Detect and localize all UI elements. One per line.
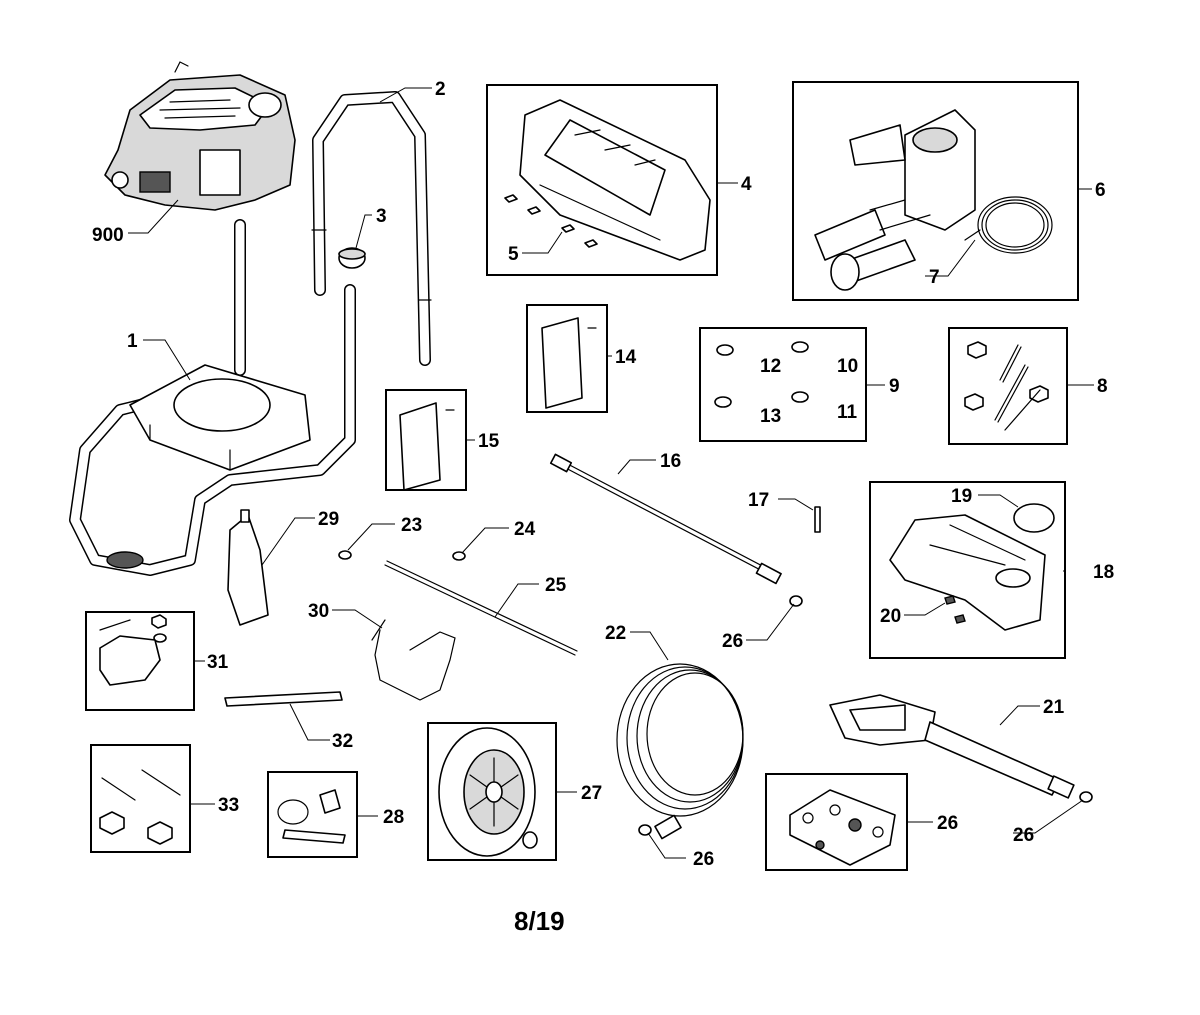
bolts-part-8	[964, 341, 1049, 431]
callout-12: 12	[760, 356, 781, 377]
callout-31: 31	[207, 652, 229, 673]
bracket-part-18	[889, 514, 1046, 631]
callout-1: 1	[127, 331, 138, 352]
callout-13: 13	[760, 406, 781, 427]
bolts-knobs-part-33	[99, 769, 181, 845]
box-33	[90, 744, 191, 853]
callout-16: 16	[660, 451, 681, 472]
panel-part-4	[519, 99, 711, 261]
box-6	[792, 81, 1079, 301]
label-part-14	[541, 317, 597, 409]
callout-32: 32	[332, 731, 353, 752]
o-rings-part-23-24	[338, 550, 466, 561]
callout-14: 14	[615, 347, 637, 368]
callout-23: 23	[401, 515, 422, 536]
callout-33: 33	[218, 795, 239, 816]
leader-lines	[128, 87, 1094, 859]
callout-26-gun: 26	[1013, 825, 1034, 846]
box-8	[948, 327, 1068, 445]
callout-29: 29	[318, 509, 339, 530]
pump-part-6	[814, 109, 976, 291]
pin-part-17	[814, 506, 821, 533]
callout-30: 30	[308, 601, 329, 622]
callout-5: 5	[508, 244, 519, 265]
foot-part-31	[99, 614, 167, 686]
callout-3: 3	[376, 206, 387, 227]
callout-11: 11	[837, 402, 858, 423]
hose-coil-part-7	[964, 196, 1053, 254]
label-part-15	[399, 402, 455, 491]
callout-26-kit: 26	[937, 813, 958, 834]
callout-28: 28	[383, 807, 404, 828]
strap-part-32	[224, 691, 343, 707]
box-4	[486, 84, 718, 276]
callout-labels: 900 1 2 3 4 5 6 7 8 9 12 10 13 11 14 15 …	[92, 79, 1114, 936]
callout-9: 9	[889, 376, 900, 397]
callout-22: 22	[605, 623, 626, 644]
rod-part-25	[384, 560, 578, 656]
callout-25: 25	[545, 575, 567, 596]
cap-part-3	[338, 247, 366, 269]
box-14	[526, 304, 608, 413]
boxes	[85, 81, 1079, 871]
frame-part-1	[69, 219, 356, 576]
callout-20: 20	[880, 606, 901, 627]
callout-900: 900	[92, 225, 124, 246]
callout-17: 17	[748, 490, 769, 511]
callout-15: 15	[478, 431, 500, 452]
screws-part-20	[944, 595, 966, 624]
callout-26-wand: 26	[722, 631, 743, 652]
callout-18: 18	[1093, 562, 1114, 583]
cap-part-19	[1013, 503, 1055, 533]
page-number: 8/19	[514, 906, 565, 936]
wheel-part-27	[438, 727, 538, 857]
hose-part-22	[616, 663, 744, 840]
wand-part-16	[549, 453, 782, 585]
callout-10: 10	[837, 356, 858, 377]
callout-6: 6	[1095, 180, 1106, 201]
box-18	[869, 481, 1066, 659]
callout-21: 21	[1043, 697, 1065, 718]
nozzle-part-29	[227, 509, 269, 626]
callout-7: 7	[929, 267, 940, 288]
wire-clip-part-30	[371, 619, 456, 701]
callout-26-hose: 26	[693, 849, 714, 870]
callout-19: 19	[951, 486, 972, 507]
seal-kit-part-26	[789, 789, 896, 866]
handle-part-2	[311, 91, 432, 366]
screws-part-5	[504, 194, 598, 248]
rings-part-26	[638, 595, 1093, 836]
engine-part-900	[104, 61, 296, 211]
callout-8: 8	[1097, 376, 1108, 397]
hardware-part-28	[277, 789, 346, 844]
box-28	[267, 771, 358, 858]
callout-2: 2	[435, 79, 446, 100]
callout-4: 4	[741, 174, 752, 195]
screws-part-9	[714, 341, 809, 408]
callout-24: 24	[514, 519, 536, 540]
callout-27: 27	[581, 783, 602, 804]
spray-gun-part-21	[829, 694, 1075, 799]
